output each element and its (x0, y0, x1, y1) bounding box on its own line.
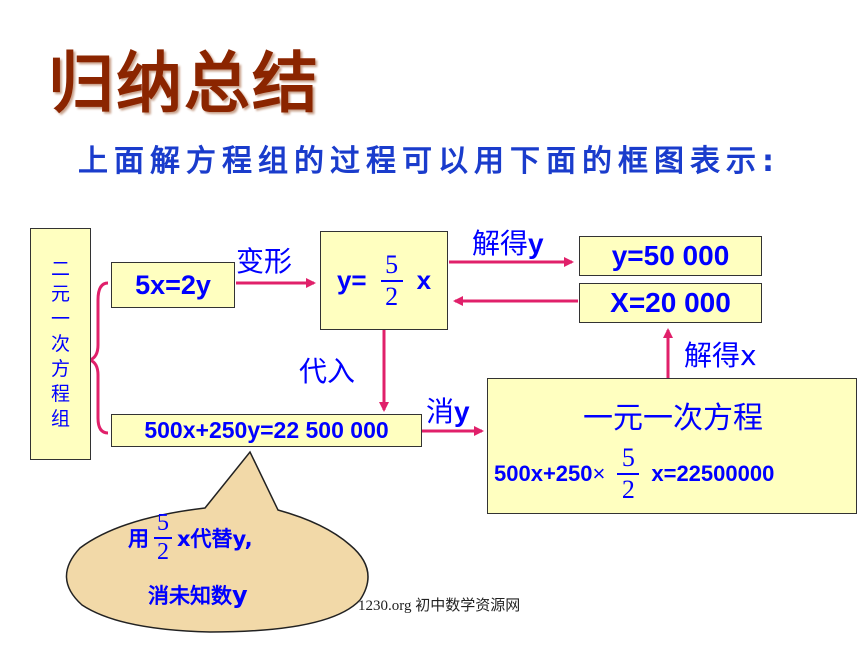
transformed-rhs: x (416, 265, 432, 295)
single-equation-rhs: x=22500000 (651, 461, 775, 486)
times-sign: × (592, 461, 606, 486)
single-equation-title: 一元一次方程 (583, 401, 763, 436)
page-title: 归纳总结 (48, 45, 320, 122)
fraction-denominator: 2 (157, 539, 169, 565)
label-solve-y-text: 解得 (472, 227, 529, 260)
system-label-box: 二 元 一 次 方 程 组 (30, 228, 91, 460)
system-label-char: 一 (50, 307, 70, 330)
footer-watermark: 1230.org 初中数学资源网 (358, 598, 521, 614)
system-label-char: 方 (50, 357, 70, 380)
system-label-char: 二 (50, 257, 70, 280)
fraction-numerator: 5 (157, 510, 169, 536)
label-solve-y: 解得y (472, 222, 544, 262)
fraction-denominator: 2 (385, 281, 399, 311)
equation-2-box: 500x+250y=22 500 000 (111, 414, 422, 447)
bubble-fraction: 5 2 (154, 510, 172, 566)
single-variable-equation-box: 一元一次方程 500x+250 × 5 2 x=22500000 (487, 378, 857, 514)
system-label-char: 元 (50, 282, 70, 305)
bubble-suffix: x代替y, (177, 527, 253, 551)
equation-1: 5x=2y (135, 269, 211, 300)
subtitle: 上面解方程组的过程可以用下面的框图表示: (78, 144, 780, 179)
transformed-equation-box: y= 5 2 x (320, 231, 448, 330)
label-solve-x: 解得x (684, 339, 757, 372)
system-label-char: 组 (50, 407, 70, 430)
single-equation-fraction: 5 2 (617, 443, 640, 505)
bubble-line-2-text: 消未知数 (148, 584, 232, 608)
label-eliminate: 消y (426, 390, 470, 430)
bubble-line-2: 消未知数y (148, 580, 248, 610)
result-y-box: y=50 000 (579, 236, 762, 276)
label-solve-y-var: y (528, 228, 544, 259)
equation-1-box: 5x=2y (111, 262, 235, 308)
single-equation-expression: 500x+250 × 5 2 x=22500000 (494, 443, 856, 505)
result-x-box: X=20 000 (579, 283, 762, 323)
system-label-char: 次 (50, 332, 70, 355)
system-label-char: 程 (50, 382, 70, 405)
label-substitute: 代入 (299, 355, 356, 388)
fraction-numerator: 5 (385, 249, 399, 279)
result-y: y=50 000 (611, 240, 730, 271)
bubble-line-1: 用 5 2 x代替y, (128, 510, 318, 566)
transformed-lhs: y= (336, 265, 367, 295)
label-eliminate-text: 消 (426, 395, 455, 428)
system-brace (85, 281, 109, 435)
equation-2: 500x+250y=22 500 000 (144, 417, 389, 443)
label-transform: 变形 (236, 245, 293, 278)
bubble-line-2-var: y (232, 581, 248, 609)
bubble-prefix: 用 (128, 527, 149, 551)
single-equation-lhs: 500x+250 (494, 461, 593, 486)
label-eliminate-var: y (454, 396, 470, 427)
fraction-denominator: 2 (621, 475, 635, 504)
transformed-fraction: 5 2 (380, 249, 403, 312)
fraction-numerator: 5 (621, 443, 635, 472)
result-x: X=20 000 (610, 287, 731, 318)
speech-bubble (65, 450, 369, 633)
